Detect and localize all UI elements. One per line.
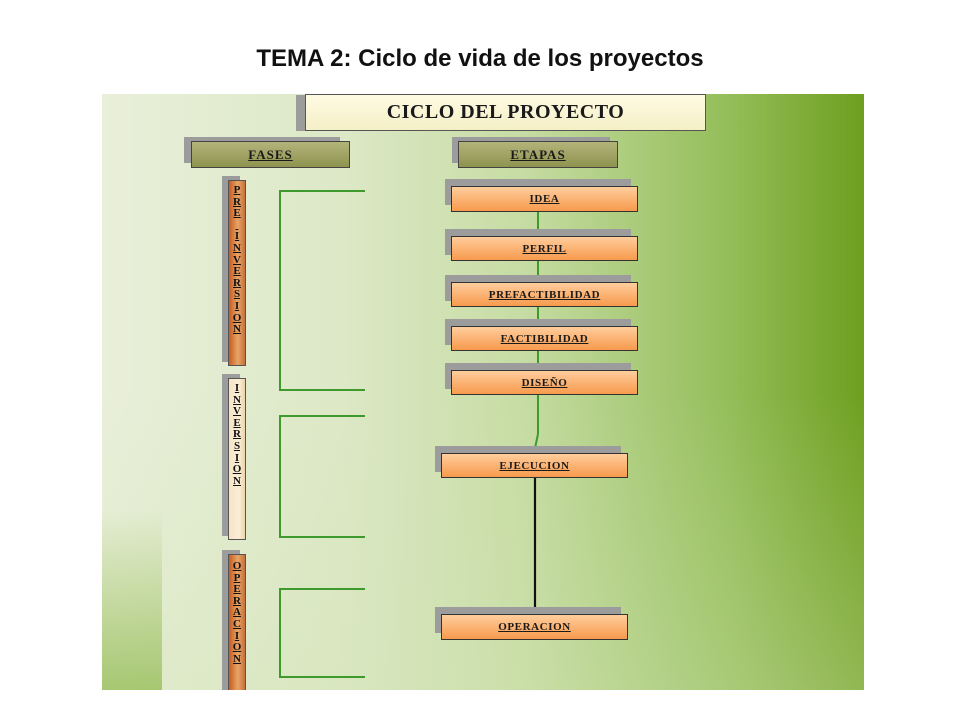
main-title-box: CICLO DEL PROYECTO — [305, 94, 706, 131]
phase-letter: I — [234, 451, 240, 464]
phase-letter: I — [234, 230, 240, 243]
inversion-bracket — [279, 415, 365, 538]
phase-letter: E — [233, 416, 241, 429]
operacion-bracket — [279, 588, 365, 678]
phase-letter: S — [233, 288, 241, 301]
phase-letter: E — [233, 207, 241, 220]
phase-letter: O — [232, 311, 242, 324]
stage-prefactibilidad: PREFACTIBILIDAD — [451, 282, 638, 307]
pre-inversion-bracket — [279, 190, 365, 391]
phase-letter: A — [233, 606, 241, 619]
phase-letter: C — [233, 617, 241, 630]
phase-letter: O — [232, 641, 242, 654]
stage-ejecucion: EJECUCION — [441, 453, 628, 478]
phase-letter: I — [234, 299, 240, 312]
phase-letter: V — [233, 253, 241, 266]
phase-letter: V — [233, 405, 241, 418]
phase-letter: N — [233, 241, 241, 254]
phase-letter: P — [233, 184, 241, 196]
phase-letter: E — [233, 265, 241, 278]
phase-letter: O — [232, 463, 242, 476]
phase-letter: N — [233, 474, 241, 487]
phase-letter: I — [234, 629, 240, 642]
phase-letter: N — [233, 323, 241, 336]
phase-letter: I — [234, 382, 240, 394]
phase-letter: S — [233, 439, 241, 452]
phase-letter: O — [232, 560, 242, 572]
slide-title: TEMA 2: Ciclo de vida de los proyectos — [256, 45, 704, 72]
phase-letter: P — [233, 571, 241, 584]
stage-diseno: DISEÑO — [451, 370, 638, 395]
phases-header: FASES — [191, 141, 350, 168]
stage-operacion: OPERACION — [441, 614, 628, 640]
stage-factibilidad: FACTIBILIDAD — [451, 326, 638, 351]
phase-letter: R — [233, 594, 241, 607]
phase-letter: R — [233, 195, 241, 208]
phase-letter: N — [233, 393, 241, 406]
stages-header: ETAPAS — [458, 141, 618, 168]
phase-letter: R — [233, 428, 241, 441]
stage-perfil: PERFIL — [451, 236, 638, 261]
stage-idea: IDEA — [451, 186, 638, 212]
phase-letter: E — [233, 583, 241, 596]
phase-letter: R — [233, 276, 241, 289]
connector-lines — [279, 190, 539, 678]
phase-letter: N — [233, 652, 241, 665]
